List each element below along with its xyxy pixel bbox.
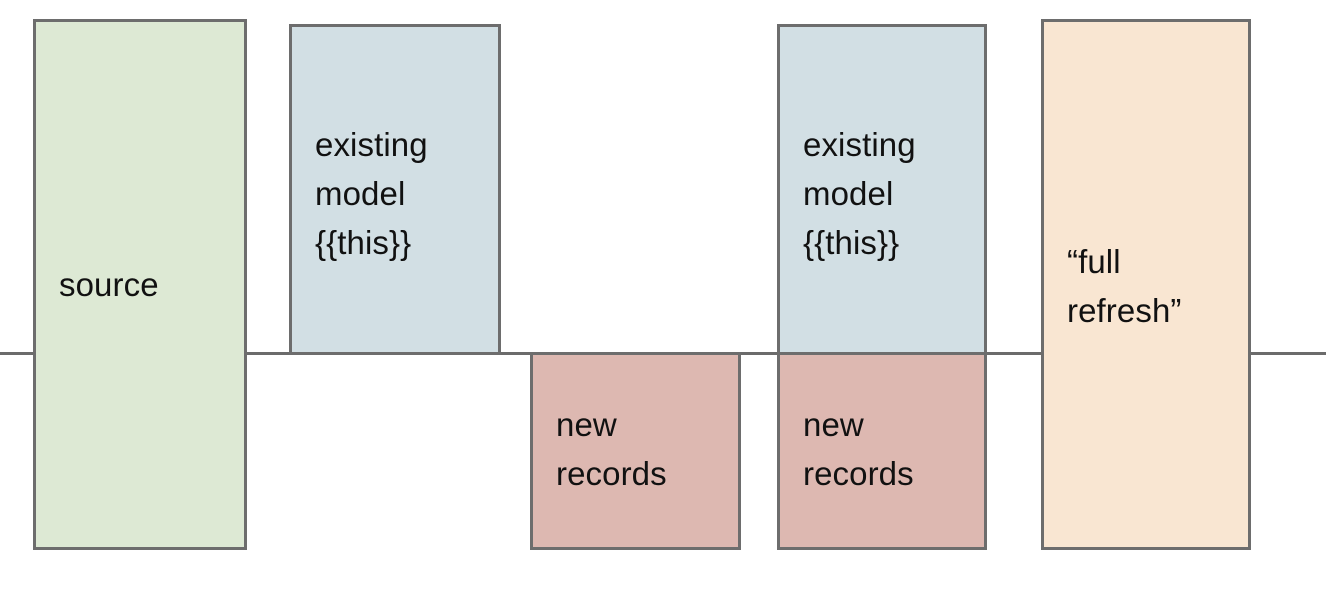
box-full-refresh-label: “full refresh” [1067,243,1182,329]
box-source-label: source [59,266,159,303]
box-new-records-right[interactable]: new records [777,352,987,550]
box-existing-model-right[interactable]: existing model {{this}} [777,24,987,355]
box-full-refresh[interactable]: “full refresh” [1041,19,1251,550]
box-source[interactable]: source [33,19,247,550]
box-new-records-right-label: new records [803,406,914,492]
box-existing-model-left-label: existing model {{this}} [315,126,428,261]
box-existing-model-right-label: existing model {{this}} [803,126,916,261]
box-new-records-middle-label: new records [556,406,667,492]
box-existing-model-left[interactable]: existing model {{this}} [289,24,501,355]
box-new-records-middle[interactable]: new records [530,352,741,550]
